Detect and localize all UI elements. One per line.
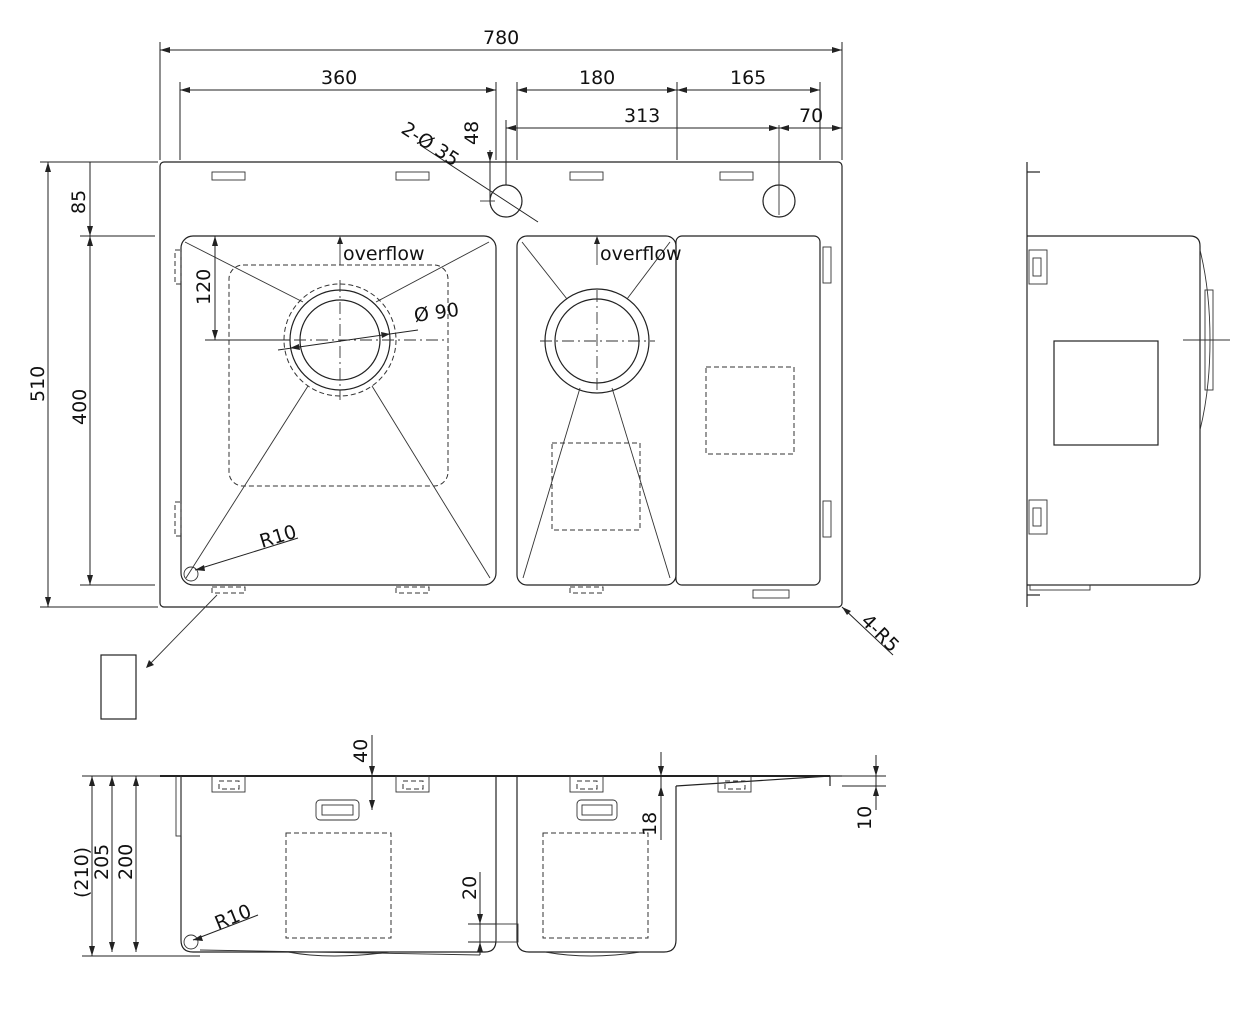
dim-side-corner-radius: R10 xyxy=(212,900,255,934)
drainboard xyxy=(675,235,821,586)
dim-bowl-height: 200 xyxy=(115,844,137,880)
top-dimensions: 780 360 180 165 313 70 48 2-Ø 35 xyxy=(159,27,843,223)
dim-overall-depth: 510 xyxy=(27,366,49,402)
dim-left-bowl-width: 360 xyxy=(321,67,357,89)
clip-detail-box xyxy=(100,654,137,720)
dim-outer-radius: 4-R5 xyxy=(856,610,903,657)
dim-bowl-depth: 400 xyxy=(69,389,91,425)
dim-divider-gap: 20 xyxy=(459,876,481,900)
right-bowl xyxy=(516,235,677,586)
dim-drainboard-width: 165 xyxy=(730,67,766,89)
sink-outline xyxy=(159,161,843,608)
overflow-label-left: overflow xyxy=(343,243,425,265)
dim-height-205: 205 xyxy=(91,844,113,880)
left-drain-outer xyxy=(283,283,397,397)
left-bowl-basket-area xyxy=(228,264,449,487)
dim-tap-holes: 2-Ø 35 xyxy=(397,118,463,171)
dim-front-rim: 85 xyxy=(68,190,90,214)
dim-total-height: (210) xyxy=(71,847,93,898)
top-view: overflow overflow xyxy=(100,125,843,720)
side-bowl-profile xyxy=(1027,235,1201,586)
front-view xyxy=(160,775,842,957)
dim-step-height: 18 xyxy=(639,812,661,836)
side-label-plate xyxy=(1053,340,1159,446)
dim-drain-diameter: Ø 90 xyxy=(413,299,461,327)
dim-overflow-drop: 40 xyxy=(350,739,372,763)
overflow-label-right: overflow xyxy=(600,243,682,265)
dim-tap-depth: 48 xyxy=(461,121,483,145)
dim-right-bowl-width: 180 xyxy=(579,67,615,89)
dim-flange-thickness: 10 xyxy=(854,806,876,830)
dim-drain-offset: 120 xyxy=(193,269,215,305)
dim-tap-offset: 313 xyxy=(624,105,660,127)
dim-overall-width: 780 xyxy=(483,27,519,49)
dim-tap-edge: 70 xyxy=(799,105,823,127)
left-bowl xyxy=(180,235,497,586)
front-dimensions: (210) 205 200 40 18 10 20 R10 xyxy=(71,735,886,957)
side-view xyxy=(1026,162,1230,607)
front-right-bowl xyxy=(516,776,677,953)
front-left-bowl xyxy=(180,776,497,953)
dim-corner-radius: R10 xyxy=(257,521,299,553)
